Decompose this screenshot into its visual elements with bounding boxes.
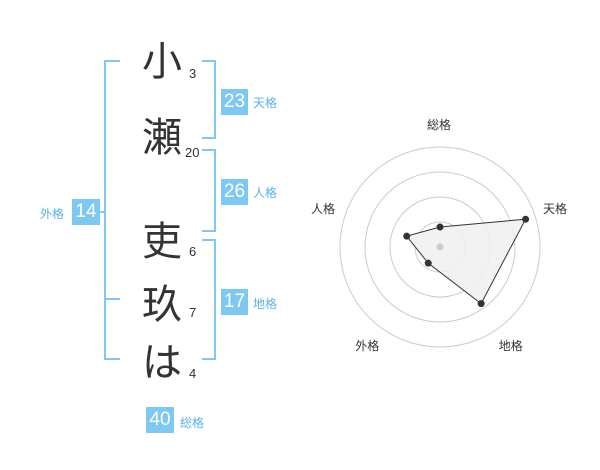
radar-area [405,218,527,305]
radar-axis-label-1: 総格 [427,118,452,132]
stroke-count-5: 4 [189,366,197,381]
jinkaku-label: 人格 [253,186,278,200]
stroke-count-3: 6 [189,244,197,259]
chikaku-label: 地格 [253,297,278,311]
name-character-4: 玖 [142,282,182,328]
gaikaku-badge: 14 [72,199,100,225]
name-character-2: 瀬 [142,115,182,161]
radar-ring-3 [364,171,516,323]
radar-point-2 [522,215,530,223]
radar-point-5 [403,232,411,240]
radar-point-4 [424,259,432,267]
radar-axis-label-3: 地格 [498,338,523,353]
stroke-count-2: 20 [185,145,200,160]
stroke-count-4: 7 [189,305,197,320]
stroke-count-1: 3 [189,66,197,81]
radar-center [436,243,444,251]
gaikaku-label: 外格 [40,207,65,221]
soukaku-badge: 40 [146,407,174,433]
tenkaku-label: 天格 [253,96,278,110]
soukaku-label: 総格 [180,416,205,430]
radar-axis-label-4: 外格 [355,338,380,353]
jinkaku-badge: 26 [221,179,248,205]
radar-ring-4 [339,146,541,348]
chikaku-badge: 17 [221,289,248,315]
name-character-5: は [142,340,182,386]
radar-point-1 [436,223,444,231]
radar-axis-label-5: 人格 [310,202,335,217]
name-character-3: 吏 [142,219,182,265]
name-character-1: 小 [142,39,182,85]
tenkaku-badge: 23 [221,89,248,115]
radar-axis-label-2: 天格 [543,202,568,217]
radar-point-3 [477,300,485,308]
